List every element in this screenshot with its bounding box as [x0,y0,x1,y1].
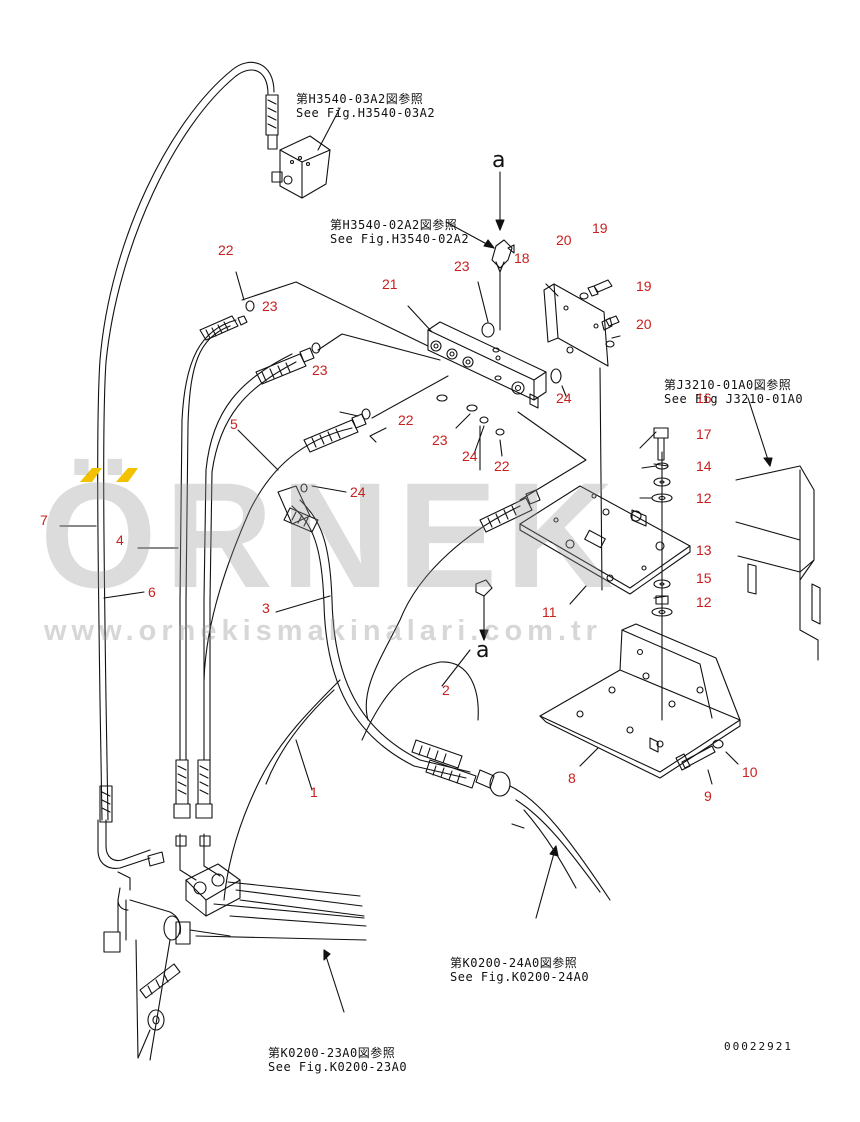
arrow-label-a-bottom: a [476,638,490,663]
watermark-url: www.ornekismakinalari.com.tr [44,615,602,647]
part-number: 1 [310,784,318,800]
part-number: 15 [696,570,712,586]
part-number: 13 [696,542,712,558]
machine-body [735,465,819,661]
part-number: 8 [568,770,576,786]
part-number: 23 [312,362,328,378]
part-number: 10 [742,764,758,780]
part-number: 18 [514,250,530,266]
part-number: 11 [542,604,557,620]
arrow-label-a-top: a [492,148,506,173]
hose-7-inner [103,69,269,821]
part-number: 23 [432,432,448,448]
part-number: 24 [350,484,366,500]
part-number: 19 [592,220,608,236]
hose-junction [97,759,367,1061]
part-number: 21 [382,276,398,292]
part-number: 24 [462,448,478,464]
part-number: 20 [556,232,572,248]
hose-4 [179,319,237,761]
mounting-bracket [553,283,609,367]
watermark-accent-icon [80,468,138,482]
part-number: 7 [40,512,48,528]
part-number: 20 [636,316,652,332]
part-number: 17 [696,426,712,442]
manifold-block [427,321,547,409]
part-number: 16 [696,390,712,406]
bolt-16 [653,427,669,461]
part-number: 5 [230,416,238,432]
part-number: 22 [218,242,234,258]
hose-7-fitting [265,94,279,136]
watermark-logo: ÖRNEK [40,451,622,619]
hose-7 [97,61,275,821]
document-id: 00022921 [724,1040,793,1053]
hose-1 [223,679,341,901]
part-number: 12 [696,594,712,610]
part-number: 24 [556,390,572,406]
base-plate-11 [519,485,691,595]
bracket-8 [539,623,741,779]
part-number: 12 [696,490,712,506]
part-number: 2 [442,682,450,698]
part-number: 23 [262,298,278,314]
part-number: 19 [636,278,652,294]
valve-block [279,135,331,199]
part-number: 3 [262,600,270,616]
hose-2 [365,505,521,721]
hose-3 [299,499,471,773]
part-number: 23 [454,258,470,274]
part-number: 9 [704,788,712,804]
part-number: 22 [494,458,510,474]
part-number: 22 [398,412,414,428]
part-number: 4 [116,532,124,548]
part-number: 14 [696,458,712,474]
hose-lower [361,661,479,741]
part-number: 6 [148,584,156,600]
